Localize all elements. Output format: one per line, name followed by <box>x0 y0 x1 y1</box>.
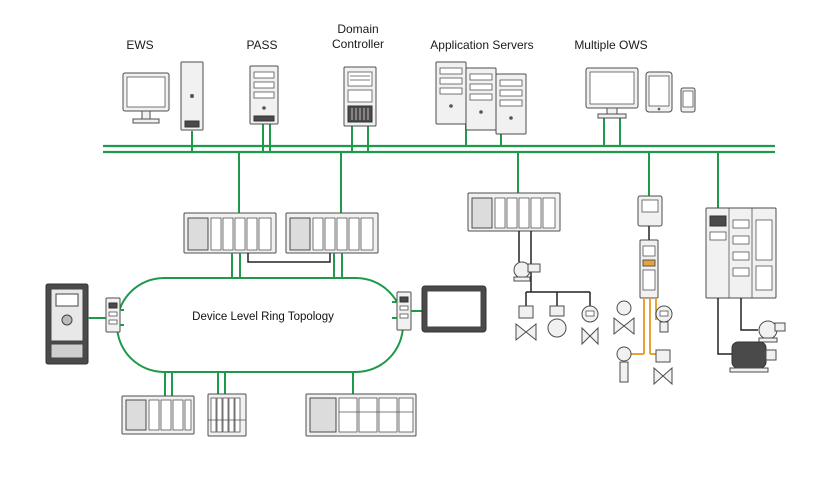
pressure-transmitter-icon <box>581 305 599 346</box>
server-icon <box>435 61 467 125</box>
label-multiple-ows: Multiple OWS <box>574 38 647 52</box>
distributed-io-module <box>207 393 247 437</box>
motor-wiring <box>717 298 758 355</box>
hmi-panel <box>421 285 487 333</box>
actuated-valve-icon <box>547 305 567 338</box>
monitor-icon <box>585 67 639 119</box>
server-icon <box>495 73 527 135</box>
remote-io-chassis <box>467 192 561 232</box>
server-icon <box>465 67 497 131</box>
motor-control-center <box>705 207 777 299</box>
device-level-ring <box>116 253 404 396</box>
level-transmitter-icon <box>655 305 673 333</box>
field-wiring <box>518 231 591 306</box>
pump-icon <box>513 261 541 282</box>
pump-icon <box>758 320 786 343</box>
io-chassis-lower-left <box>121 395 195 435</box>
io-rack-lower-right <box>305 393 417 437</box>
phone-icon <box>680 87 696 113</box>
label-application-servers: Application Servers <box>430 38 533 52</box>
label-domain-controller-line2: Controller <box>332 37 384 51</box>
temperature-transmitter-icon <box>616 346 632 383</box>
application-servers <box>435 61 527 135</box>
label-ews: EWS <box>126 38 153 52</box>
domain-controller-server <box>343 66 377 127</box>
ring-switch-left <box>105 297 121 333</box>
label-pass: PASS <box>246 38 277 52</box>
network-backbone <box>103 144 775 154</box>
label-device-level-ring: Device Level Ring Topology <box>192 311 334 323</box>
ews-workstation <box>122 61 204 131</box>
controller-chassis-right <box>285 212 379 254</box>
operator-workstations <box>585 67 696 119</box>
valve-positioner-icon <box>653 349 673 386</box>
hart-io-module <box>639 239 659 299</box>
label-domain-controller-line1: Domain <box>337 22 378 36</box>
flow-meter-icon <box>613 300 635 336</box>
controller-chassis-left <box>183 212 277 254</box>
ring-switch-right <box>396 291 412 331</box>
variable-frequency-drive <box>45 283 89 365</box>
tablet-icon <box>645 71 673 113</box>
redundancy-link <box>247 253 331 263</box>
control-valve-icon <box>515 305 537 342</box>
motor-icon <box>729 341 777 373</box>
ethernet-adapter <box>637 195 663 227</box>
field-drops <box>238 152 719 213</box>
pass-server <box>249 65 279 125</box>
workstation-drops <box>191 118 621 152</box>
